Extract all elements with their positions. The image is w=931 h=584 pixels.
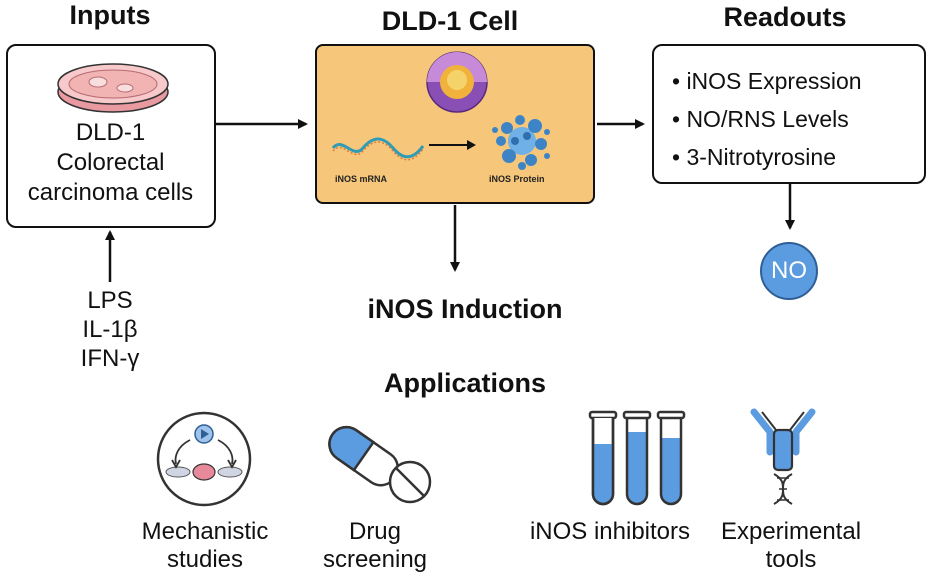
readout-item: • NO/RNS Levels bbox=[672, 106, 849, 132]
readout-item: • 3-Nitrotyrosine bbox=[672, 144, 836, 170]
test-tubes-icon bbox=[588, 410, 686, 506]
translation-arrow-icon bbox=[429, 140, 476, 150]
stimulus-label: IFN-γ bbox=[80, 345, 140, 372]
inputs-box: DLD-1 Colorectal carcinoma cells bbox=[6, 44, 216, 228]
application-label: Experimental tools bbox=[720, 518, 862, 573]
cell-line-label: Colorectal bbox=[56, 149, 165, 176]
induction-label: iNOS Induction bbox=[367, 294, 563, 324]
petri-dish-icon bbox=[57, 63, 169, 113]
stimulus-label: IL-1β bbox=[82, 316, 138, 343]
application-label: iNOS inhibitors bbox=[529, 518, 691, 545]
mrna-icon bbox=[331, 137, 425, 161]
protein-label: iNOS Protein bbox=[489, 174, 545, 184]
cell-line-label: carcinoma cells bbox=[27, 179, 194, 206]
readouts-box: • iNOS Expression • NO/RNS Levels • 3-Ni… bbox=[652, 44, 926, 184]
mrna-label: iNOS mRNA bbox=[335, 174, 388, 184]
application-label: Drug screening bbox=[322, 518, 428, 573]
cycle-icon bbox=[156, 411, 252, 507]
cell-box: iNOS mRNA iNOS Protein bbox=[315, 44, 595, 204]
applications-heading: Applications bbox=[383, 368, 546, 398]
readout-item: • iNOS Expression bbox=[672, 68, 862, 94]
antibody-dna-icon bbox=[750, 408, 816, 505]
stimuli-list: LPS IL-1β IFN-γ bbox=[60, 286, 160, 373]
stimulus-label: LPS bbox=[87, 287, 133, 314]
protein-icon bbox=[492, 115, 550, 170]
cell-line-label: DLD-1 bbox=[75, 119, 146, 146]
inputs-heading: Inputs bbox=[69, 0, 151, 30]
cell-heading: DLD-1 Cell bbox=[381, 6, 519, 36]
cell-nucleus-icon bbox=[426, 51, 488, 113]
readouts-heading: Readouts bbox=[723, 2, 847, 32]
nitric-oxide-badge: NO bbox=[760, 242, 818, 300]
application-label: Mechanistic studies bbox=[141, 518, 269, 573]
pill-icon bbox=[328, 425, 432, 504]
